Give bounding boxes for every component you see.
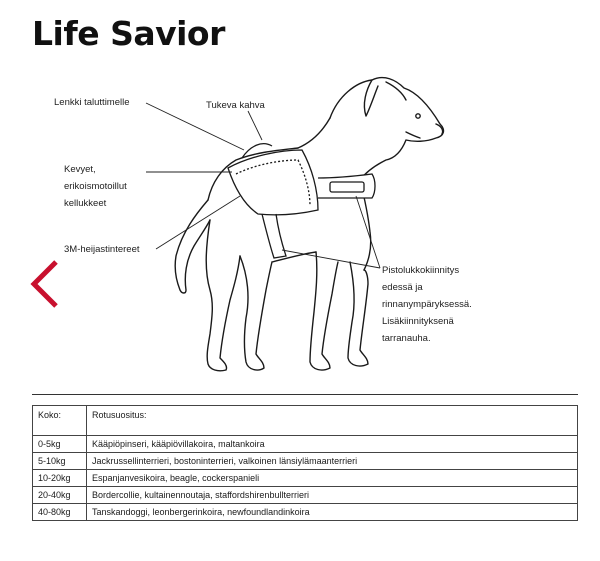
callout-line: tarranauha.	[382, 333, 431, 344]
dog-hind-leg-2	[239, 255, 273, 371]
callout-kahva: Tukeva kahva	[206, 100, 265, 111]
table-row: 40-80kg Tanskandoggi, leonbergerinkoira,…	[32, 503, 578, 521]
callout-line: edessä ja	[382, 282, 423, 293]
callout-heijastin: 3M-heijastintereet	[64, 244, 140, 255]
table-cell-size: 0-5kg	[32, 435, 87, 453]
section-divider	[32, 394, 578, 395]
dog-front-leg	[309, 251, 339, 371]
dog-mouth	[405, 131, 421, 139]
dog-back	[207, 147, 299, 201]
dog-front-leg-2	[347, 261, 369, 367]
table-cell-breed: Espanjanvesikoira, beagle, cockerspaniel…	[86, 469, 578, 487]
harness-chest-strap	[317, 173, 376, 199]
dog-belly	[271, 251, 317, 263]
callout-lenkki: Lenkki taluttimelle	[54, 97, 130, 108]
size-table: Koko: Rotusuositus: 0-5kg Kääpiöpinseri,…	[32, 405, 578, 521]
callout-line: Lisäkiinnityksenä	[382, 316, 454, 327]
table-row: 5-10kg Jackrussellinterrieri, bostoninte…	[32, 452, 578, 470]
table-cell-size: 10-20kg	[32, 469, 87, 487]
table-cell-size: 40-80kg	[32, 503, 87, 521]
dog-head-outline	[329, 76, 445, 181]
dog-tail	[174, 199, 211, 294]
table-header-breed: Rotusuositus:	[86, 405, 578, 436]
callout-line: rinnanympäryksessä.	[382, 299, 472, 310]
table-cell-breed: Kääpiöpinseri, kääpiövillakoira, maltank…	[86, 435, 578, 453]
table-row: 20-40kg Bordercollie, kultainennoutaja, …	[32, 486, 578, 504]
leader-kahva	[247, 110, 263, 141]
callout-line: Kevyet,	[64, 164, 96, 175]
leader-pistolukko-1	[355, 195, 381, 269]
callout-line: kellukkeet	[64, 198, 107, 209]
harness-vest	[227, 149, 319, 216]
dog-nose	[435, 123, 444, 135]
table-cell-breed: Tanskandoggi, leonbergerinkoira, newfoun…	[86, 503, 578, 521]
callout-line: Pistolukkokiinnitys	[382, 265, 460, 276]
dog-ear	[363, 79, 379, 117]
table-header-size: Koko:	[32, 405, 87, 436]
table-cell-size: 5-10kg	[32, 452, 87, 470]
table-cell-breed: Jackrussellinterrieri, bostoninterrieri,…	[86, 452, 578, 470]
harness-buckle	[329, 181, 365, 193]
table-row: 10-20kg Espanjanvesikoira, beagle, cocke…	[32, 469, 578, 487]
leader-pistolukko-2	[281, 249, 381, 269]
table-row: 0-5kg Kääpiöpinseri, kääpiövillakoira, m…	[32, 435, 578, 453]
harness-handle	[241, 143, 273, 159]
harness-belly-strap	[261, 213, 287, 259]
leader-lenkki	[145, 102, 245, 151]
dog-neck-back	[297, 117, 331, 149]
callout-kellukkeet: Kevyet, erikoismotoillut kellukkeet	[64, 161, 127, 212]
page-title: Life Savior	[32, 14, 225, 53]
table-header-row: Koko: Rotusuositus:	[32, 405, 578, 436]
table-cell-size: 20-40kg	[32, 486, 87, 504]
dog-ear-2	[385, 81, 407, 101]
callout-line: erikoismotoillut	[64, 181, 127, 192]
chevron-left-icon[interactable]	[28, 258, 62, 310]
dog-eye	[415, 113, 421, 119]
table-cell-breed: Bordercollie, kultainennoutaja, stafford…	[86, 486, 578, 504]
callout-pistolukko: Pistolukkokiinnitys edessä ja rinnanympä…	[382, 262, 472, 347]
dog-hind-leg	[205, 219, 241, 372]
leader-heijastin	[155, 195, 241, 250]
